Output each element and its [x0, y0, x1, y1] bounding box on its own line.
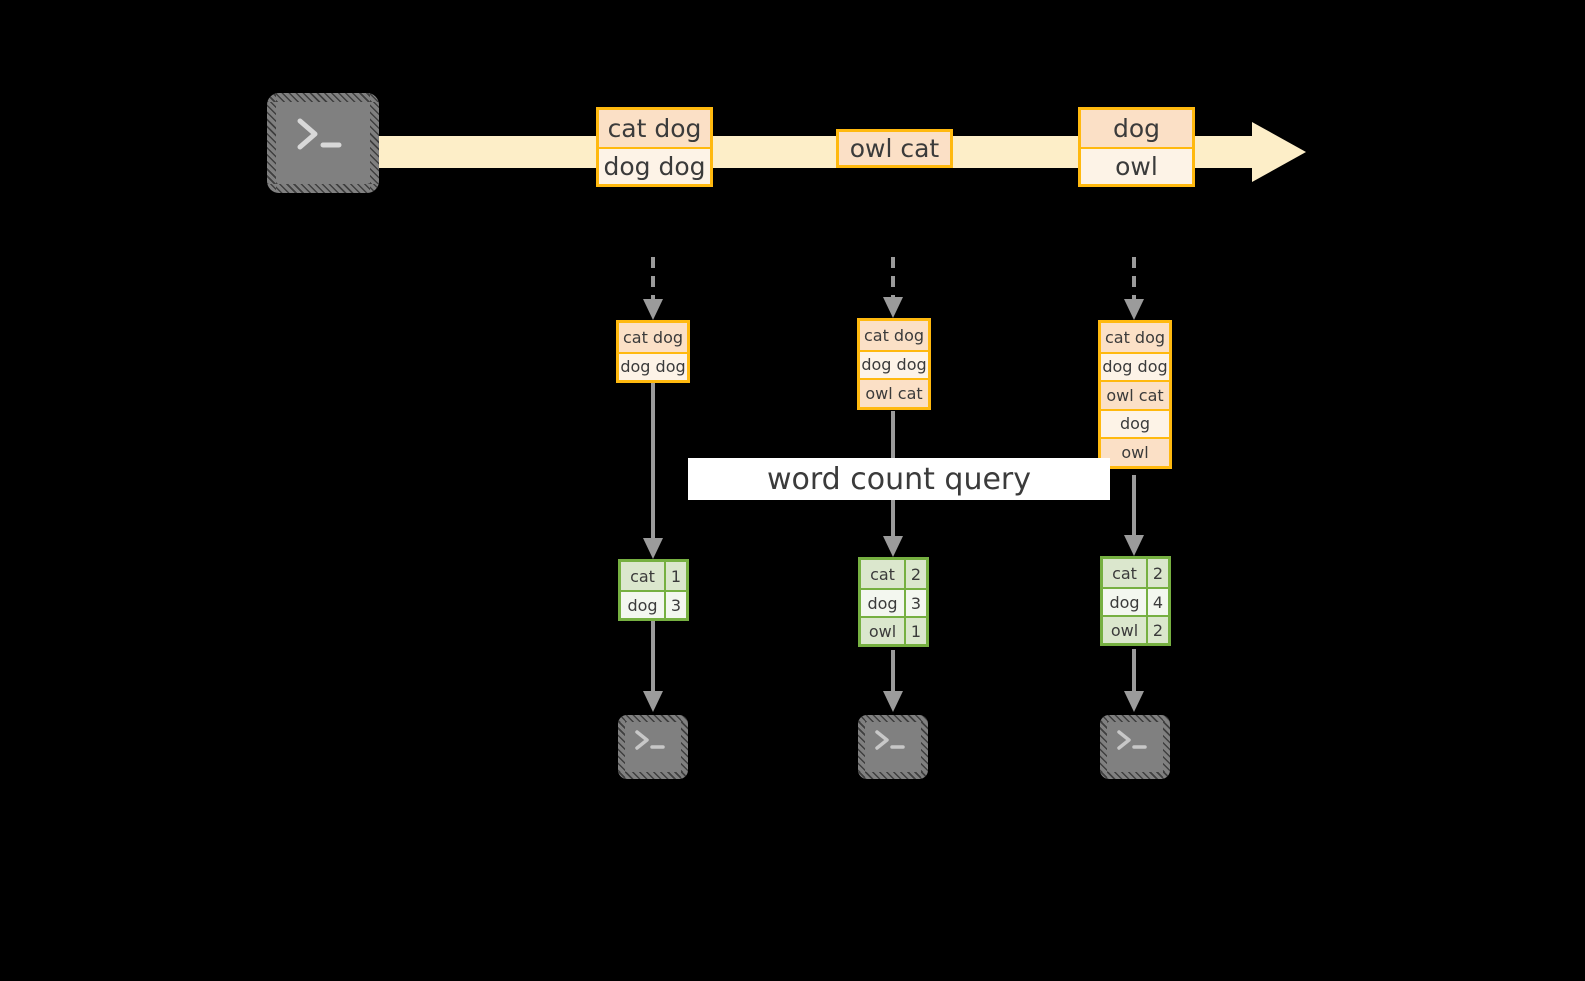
record-line: cat dog	[599, 110, 710, 147]
query-banner: word count query	[688, 458, 1110, 500]
buffer-line: dog dog	[619, 351, 687, 380]
table-row: owl 1	[861, 616, 926, 644]
snapshot-3-result-table[interactable]: cat 2 dog 4 owl 2	[1100, 556, 1171, 646]
result-word: dog	[1103, 589, 1148, 615]
result-count: 4	[1148, 589, 1168, 615]
record-line: owl cat	[839, 132, 950, 165]
result-count: 2	[1148, 617, 1168, 643]
result-word: dog	[621, 592, 666, 618]
table-row: cat 1	[621, 562, 686, 590]
record-line: owl	[1081, 147, 1192, 184]
snapshot-1-buffer[interactable]: cat dog dog dog	[616, 320, 690, 383]
buffer-line: cat dog	[1101, 323, 1169, 352]
buffer-line: dog dog	[1101, 351, 1169, 380]
record-line: dog	[1081, 110, 1192, 147]
table-row: owl 2	[1103, 615, 1168, 643]
result-count: 3	[906, 590, 926, 616]
table-row: dog 3	[621, 590, 686, 618]
table-row: dog 3	[861, 588, 926, 616]
terminal-prompt-icon	[1100, 715, 1170, 779]
source-terminal-icon[interactable]	[267, 93, 379, 193]
snapshot-1-sink-terminal-icon[interactable]	[618, 715, 688, 779]
result-count: 2	[906, 560, 926, 588]
snapshot-3-sink-terminal-icon[interactable]	[1100, 715, 1170, 779]
table-row: cat 2	[1103, 559, 1168, 587]
buffer-line: dog dog	[860, 349, 928, 378]
stream-record-group-1[interactable]: cat dog dog dog	[596, 107, 713, 187]
table-row: cat 2	[861, 560, 926, 588]
buffer-line: owl cat	[860, 378, 928, 407]
snapshot-2-result-table[interactable]: cat 2 dog 3 owl 1	[858, 557, 929, 647]
stream-record-group-2[interactable]: owl cat	[836, 129, 953, 168]
stream-record-group-3[interactable]: dog owl	[1078, 107, 1195, 187]
result-count: 2	[1148, 559, 1168, 587]
buffer-line: owl	[1101, 437, 1169, 466]
result-word: dog	[861, 590, 906, 616]
terminal-prompt-icon	[618, 715, 688, 779]
buffer-line: dog	[1101, 408, 1169, 437]
terminal-prompt-icon	[858, 715, 928, 779]
result-word: cat	[621, 562, 666, 590]
result-word: owl	[861, 618, 906, 644]
result-count: 1	[906, 618, 926, 644]
record-line: dog dog	[599, 147, 710, 184]
result-word: cat	[1103, 559, 1148, 587]
result-count: 1	[666, 562, 686, 590]
buffer-line: cat dog	[860, 321, 928, 350]
buffer-line: owl cat	[1101, 380, 1169, 409]
result-word: cat	[861, 560, 906, 588]
terminal-prompt-icon	[267, 93, 379, 193]
stream-arrow-head	[1252, 122, 1306, 182]
result-count: 3	[666, 592, 686, 618]
snapshot-2-buffer[interactable]: cat dog dog dog owl cat	[857, 318, 931, 410]
snapshot-3-buffer[interactable]: cat dog dog dog owl cat dog owl	[1098, 320, 1172, 469]
result-word: owl	[1103, 617, 1148, 643]
snapshot-1-result-table[interactable]: cat 1 dog 3	[618, 559, 689, 621]
buffer-line: cat dog	[619, 323, 687, 352]
snapshot-2-sink-terminal-icon[interactable]	[858, 715, 928, 779]
table-row: dog 4	[1103, 587, 1168, 615]
